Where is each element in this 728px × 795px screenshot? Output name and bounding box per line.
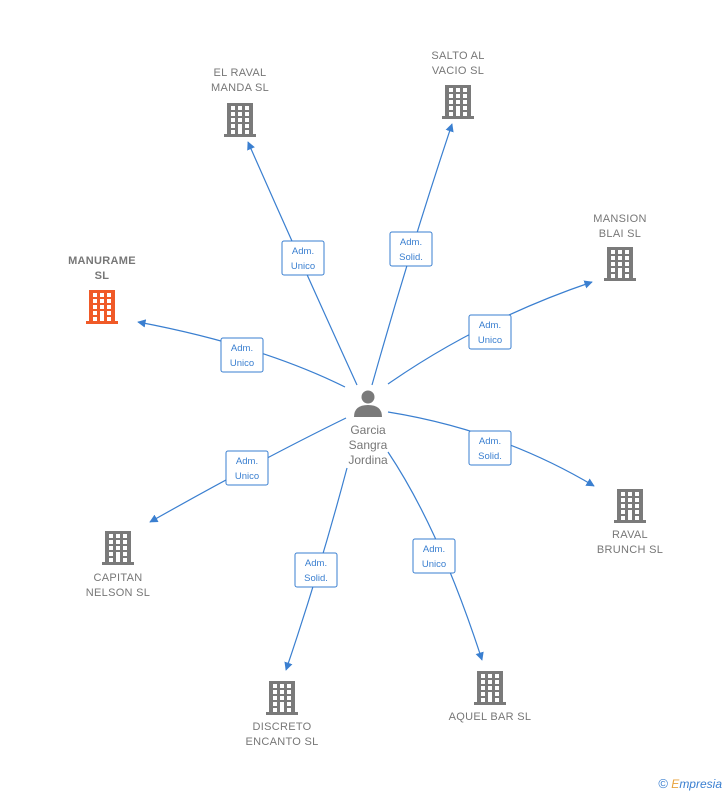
company-node-aquel-bar[interactable]: AQUEL BAR SL <box>449 671 532 723</box>
edge-label-salto-al-vacio[interactable]: Adm. Solid. <box>389 231 433 267</box>
company-node-raval-brunch[interactable]: RAVAL BRUNCH SL <box>597 489 663 556</box>
company-node-manurame[interactable]: MANURAME SL <box>68 255 136 324</box>
edge-label-box <box>220 337 264 373</box>
company-label: DISCRETO <box>252 721 311 733</box>
building-icon <box>224 103 256 137</box>
edge-label-el-raval-manda[interactable]: Adm. Unico <box>281 240 325 276</box>
brand-initial: E <box>671 777 680 791</box>
edge-label-text: Solid. <box>478 451 502 462</box>
edge-label-aquel-bar[interactable]: Adm. Unico <box>412 538 456 574</box>
edge-label-text: Adm. <box>236 456 258 467</box>
company-label: MANSION <box>593 213 646 225</box>
edge-label-box <box>389 231 433 267</box>
edge-label-box <box>294 552 338 588</box>
company-label: SALTO AL <box>431 50 484 62</box>
edge-label-manurame[interactable]: Adm. Unico <box>220 337 264 373</box>
edge-label-mansion-blai[interactable]: Adm. Unico <box>468 314 512 350</box>
edge-label-text: Unico <box>478 335 502 346</box>
company-label: CAPITAN <box>94 572 143 584</box>
edge-label-box <box>281 240 325 276</box>
edge-label-text: Adm. <box>479 320 501 331</box>
company-label: SL <box>95 270 110 282</box>
copyright-icon: © <box>658 776 668 791</box>
edge-label-text: Adm. <box>305 558 327 569</box>
edge-label-box <box>468 314 512 350</box>
company-label: AQUEL BAR SL <box>449 711 532 723</box>
company-label: BLAI SL <box>599 228 641 240</box>
brand-name: mpresia <box>679 777 722 791</box>
edge-label-text: Adm. <box>292 246 314 257</box>
company-label: EL RAVAL <box>214 67 267 79</box>
person-name: Garcia <box>350 423 386 437</box>
person-icon <box>354 390 382 417</box>
company-label: MANURAME <box>68 255 136 267</box>
edge-label-capitan-nelson[interactable]: Adm. Unico <box>225 450 269 486</box>
edge-label-box <box>225 450 269 486</box>
company-label: MANDA SL <box>211 82 269 94</box>
person-name: Sangra <box>349 438 388 452</box>
company-node-el-raval-manda[interactable]: EL RAVAL MANDA SL <box>211 67 269 137</box>
company-label: NELSON SL <box>86 587 150 599</box>
footer-brand: © Empresia <box>658 776 722 791</box>
brand-logo[interactable]: Empresia <box>671 777 722 791</box>
edge-label-box <box>468 430 512 466</box>
company-label: RAVAL <box>612 529 648 541</box>
company-label: VACIO SL <box>432 65 484 77</box>
building-icon <box>102 531 134 565</box>
edge-label-text: Unico <box>230 358 254 369</box>
company-label: ENCANTO SL <box>245 736 318 748</box>
building-icon <box>614 489 646 523</box>
company-node-capitan-nelson[interactable]: CAPITAN NELSON SL <box>86 531 150 599</box>
building-icon <box>86 290 118 324</box>
edge-label-text: Adm. <box>231 343 253 354</box>
building-icon <box>474 671 506 705</box>
building-icon <box>442 85 474 119</box>
edge-label-box <box>412 538 456 574</box>
company-node-mansion-blai[interactable]: MANSION BLAI SL <box>593 213 646 281</box>
edge-label-text: Unico <box>291 261 315 272</box>
company-label: BRUNCH SL <box>597 544 663 556</box>
edge-label-discreto-encanto[interactable]: Adm. Solid. <box>294 552 338 588</box>
edge-label-text: Solid. <box>399 252 423 263</box>
edge-label-text: Solid. <box>304 573 328 584</box>
edge-label-text: Unico <box>235 471 259 482</box>
person-name: Jordina <box>348 453 388 467</box>
building-icon <box>604 247 636 281</box>
company-node-discreto-encanto[interactable]: DISCRETO ENCANTO SL <box>245 681 318 748</box>
edge-label-text: Adm. <box>400 237 422 248</box>
company-node-salto-al-vacio[interactable]: SALTO AL VACIO SL <box>431 50 484 119</box>
edge-label-text: Unico <box>422 559 446 570</box>
building-icon <box>266 681 298 715</box>
nodes-layer: EL RAVAL MANDA SL SALTO AL VACIO SL MANSION B… <box>68 50 663 748</box>
edge-labels-layer: Adm.UnicoAdm.Solid.Adm.UnicoAdm.UnicoAdm… <box>220 231 512 588</box>
edge-label-text: Adm. <box>479 436 501 447</box>
edge-label-text: Adm. <box>423 544 445 555</box>
edge-label-raval-brunch[interactable]: Adm. Solid. <box>468 430 512 466</box>
